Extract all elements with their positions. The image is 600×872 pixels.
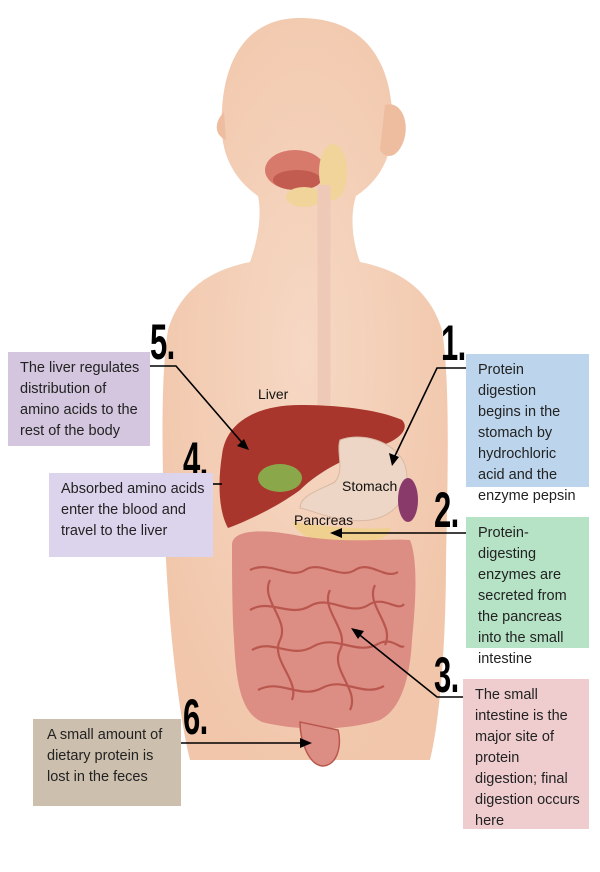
step-3-callout: The small intestine is the major site of… bbox=[463, 679, 589, 829]
pancreas-label: Pancreas bbox=[294, 512, 354, 528]
arrowhead-2 bbox=[330, 528, 342, 538]
connectors bbox=[146, 365, 470, 748]
gallbladder bbox=[258, 464, 302, 492]
arrowhead-3 bbox=[351, 628, 364, 639]
step-1-callout: Protein digestion begins in the stomach … bbox=[466, 354, 589, 504]
step-6-callout: A small amount of dietary protein is los… bbox=[33, 719, 181, 806]
connector-5 bbox=[146, 365, 246, 447]
step-2-callout: Protein-digesting enzymes are secreted f… bbox=[466, 517, 589, 667]
arrowhead-1 bbox=[389, 453, 399, 466]
step-4-callout: Absorbed amino acids enter the blood and… bbox=[49, 473, 213, 557]
step-5-callout: The liver regulates distribution of amin… bbox=[8, 352, 150, 446]
connector-3 bbox=[355, 631, 470, 698]
intestines bbox=[232, 531, 416, 767]
step-2-number: 2. bbox=[434, 482, 459, 538]
stomach-label: Stomach bbox=[342, 478, 398, 494]
arrowhead-5 bbox=[237, 439, 249, 450]
spleen bbox=[398, 478, 418, 522]
arrowhead-6 bbox=[300, 738, 312, 748]
step-6-number: 6. bbox=[183, 689, 208, 745]
step-5-number: 5. bbox=[150, 314, 175, 370]
connector-1 bbox=[391, 367, 466, 463]
step-1-number: 1. bbox=[441, 315, 466, 371]
step-3-number: 3. bbox=[434, 647, 459, 703]
liver bbox=[219, 405, 405, 528]
liver-label: Liver bbox=[258, 386, 289, 402]
